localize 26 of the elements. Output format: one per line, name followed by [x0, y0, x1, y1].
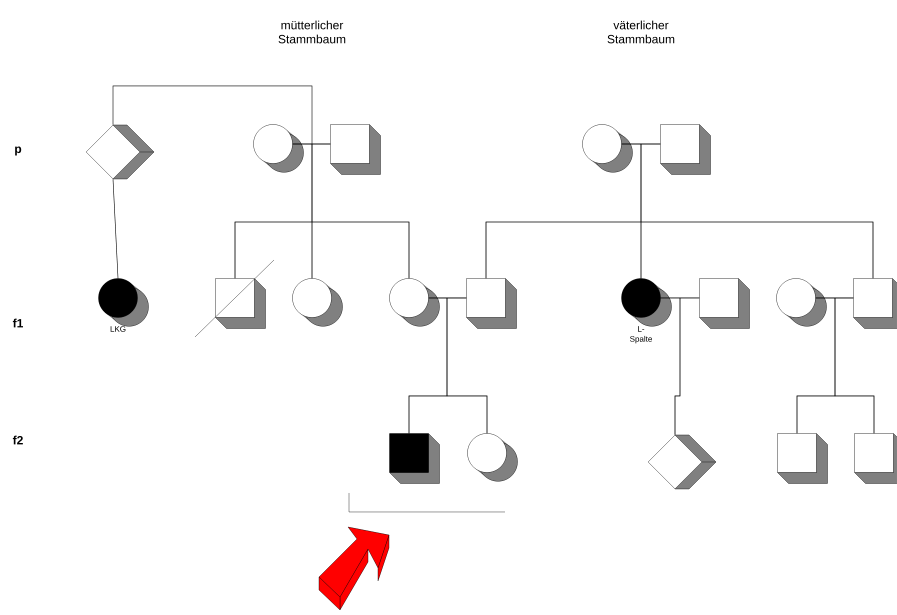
square-symbol [194, 260, 274, 338]
generation-label: p [15, 146, 22, 156]
circle-symbol [389, 278, 440, 326]
pedigree-line [834, 298, 874, 434]
diamond-symbol [648, 434, 716, 490]
circle-symbol [253, 124, 304, 172]
generation-label: f2 [12, 436, 23, 444]
pedigree-line [112, 178, 118, 279]
pedigree-line [112, 86, 312, 144]
pedigree-line [312, 144, 410, 279]
square-symbol [853, 278, 897, 329]
pedigree-line [674, 298, 700, 436]
symbol-caption: L- Spalte [630, 326, 652, 344]
circle-symbol [98, 278, 149, 326]
square-symbol [854, 433, 897, 484]
diamond-symbol [86, 124, 154, 180]
circle-symbol [292, 278, 343, 326]
column-heading: mütterlicher Stammbaum [278, 20, 346, 44]
column-heading: väterlicher Stammbaum [608, 20, 674, 44]
circle-symbol [776, 278, 827, 326]
circle-symbol [467, 433, 518, 482]
circle-symbol [582, 124, 633, 172]
generation-label: f1 [12, 318, 23, 328]
circle-symbol [621, 278, 672, 326]
symbol-caption: LKG [110, 326, 126, 332]
pedigree-line [446, 298, 488, 434]
